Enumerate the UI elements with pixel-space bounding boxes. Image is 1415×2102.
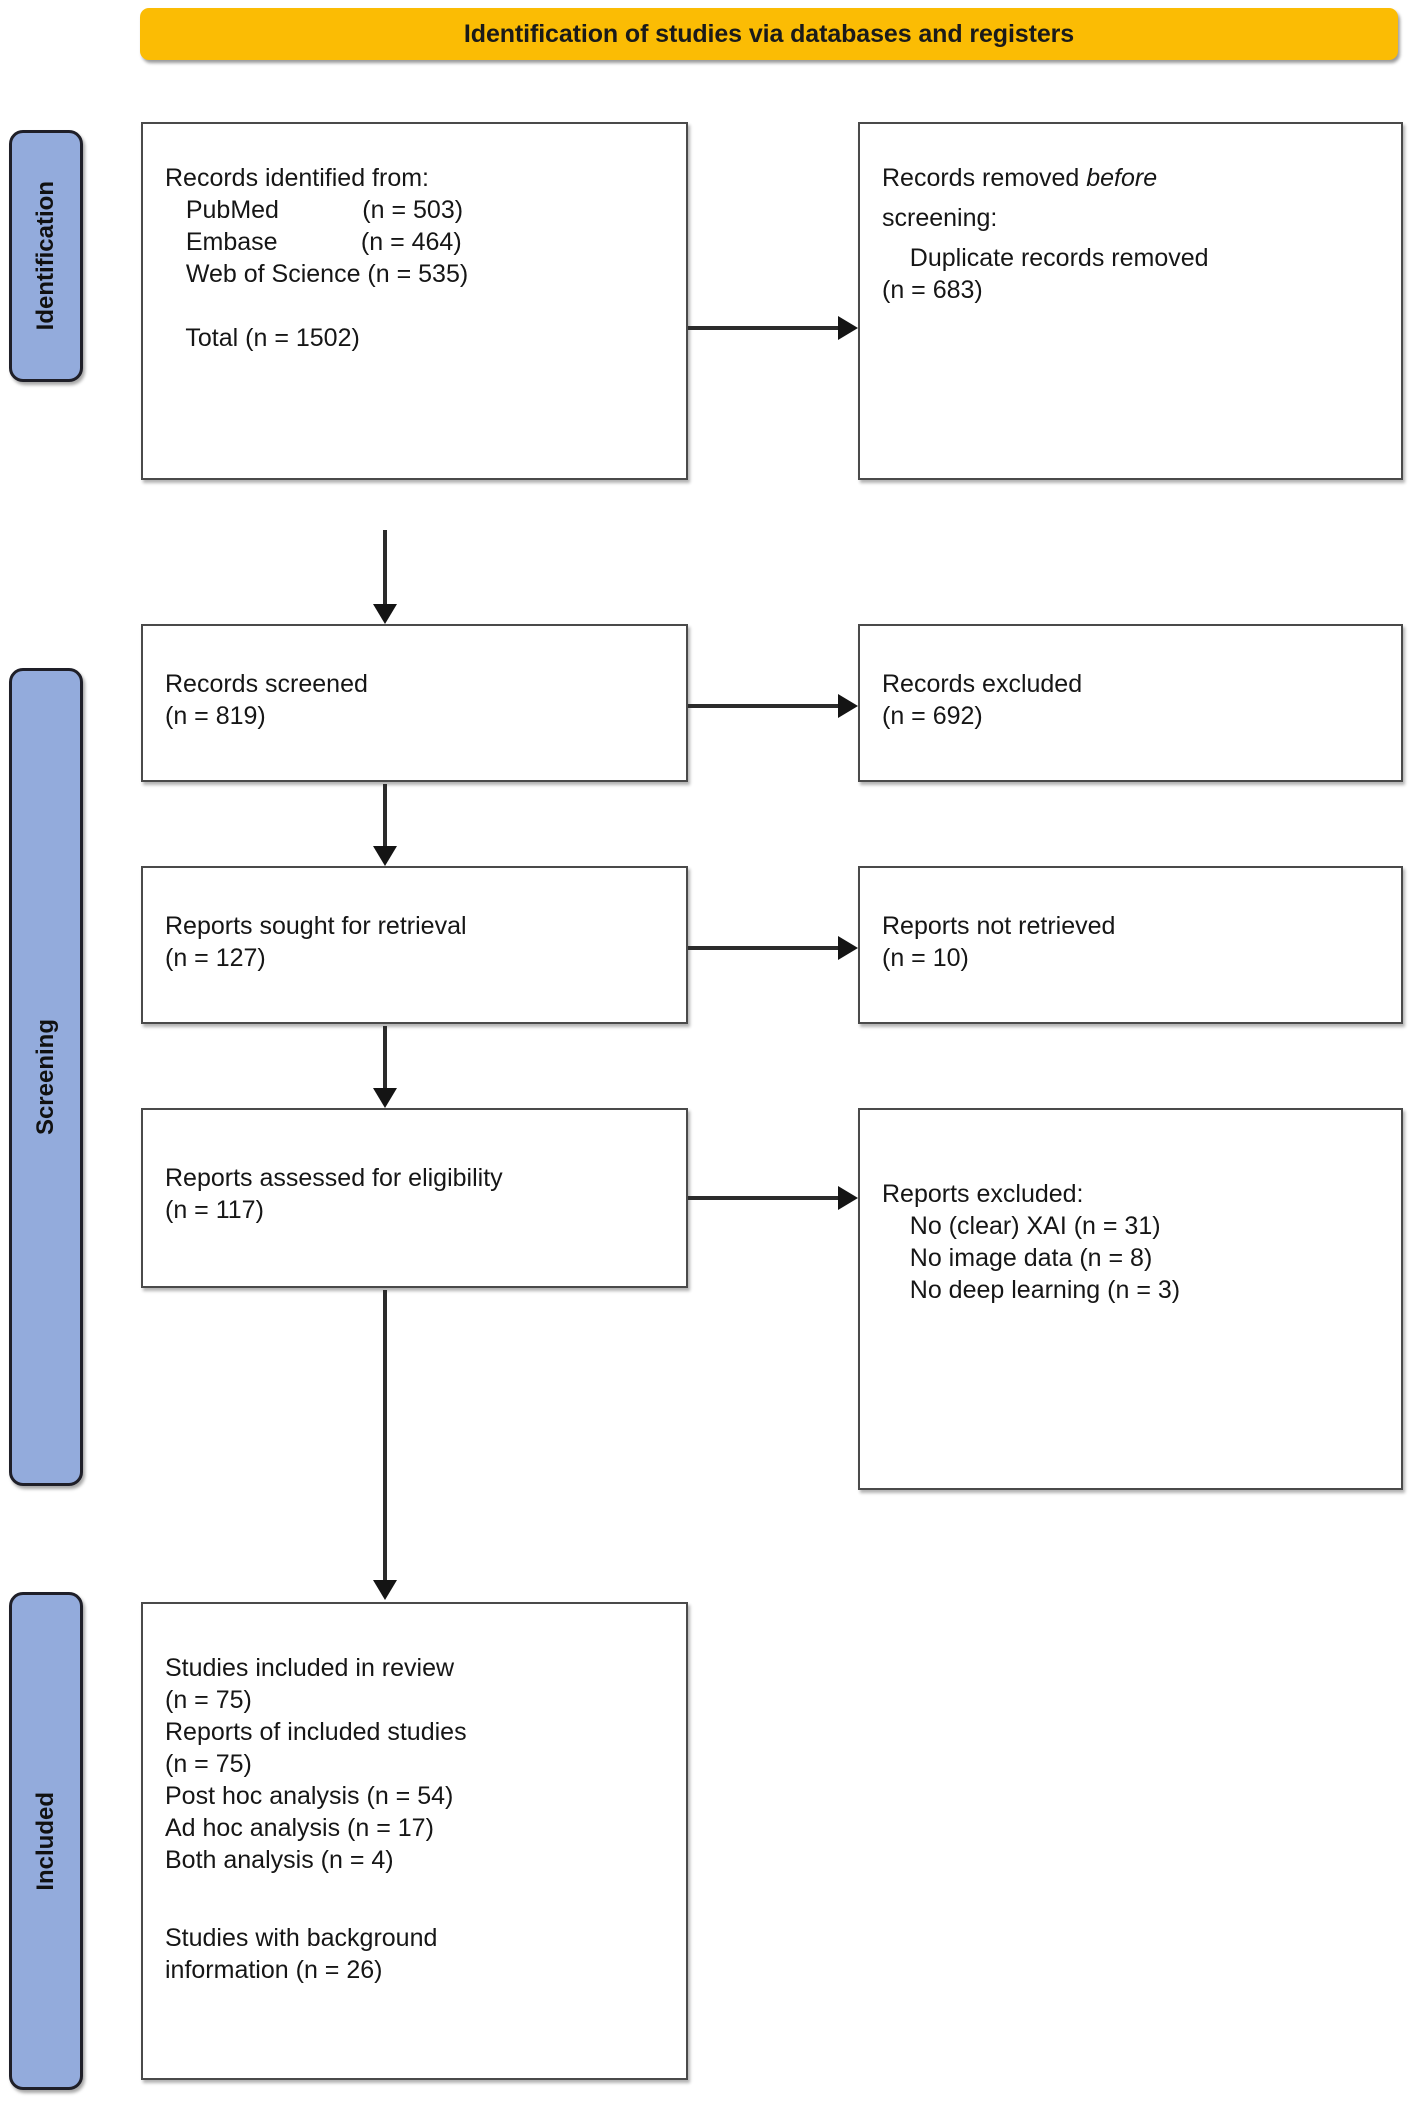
box-records-removed: Records removed before screening: Duplic… xyxy=(858,122,1403,480)
arrow-assessed-to-included xyxy=(373,1290,397,1600)
stage-label-included: Included xyxy=(32,1791,59,1891)
records-removed-line-4: (n = 683) xyxy=(882,276,983,304)
box-reports-not-retrieved: Reports not retrieved (n = 10) xyxy=(858,866,1403,1024)
studies-included-line-6: Ad hoc analysis (n = 17) xyxy=(165,1814,434,1842)
records-excluded-line-1: Records excluded xyxy=(882,670,1083,698)
reports-excluded-line-1: Reports excluded: xyxy=(882,1180,1084,1208)
arrow-sought-to-assessed xyxy=(373,1026,397,1108)
studies-included-line-4: (n = 75) xyxy=(165,1750,252,1778)
records-identified-line-3: Embase (n = 464) xyxy=(165,228,462,256)
arrow-assessed-to-excluded xyxy=(688,1186,858,1210)
reports-sought-line-1: Reports sought for retrieval xyxy=(165,912,467,940)
records-identified-line-2: PubMed (n = 503) xyxy=(165,196,464,224)
studies-included-line-10: information (n = 26) xyxy=(165,1956,383,1984)
studies-included-line-5: Post hoc analysis (n = 54) xyxy=(165,1782,454,1810)
reports-excluded-line-2: No (clear) XAI (n = 31) xyxy=(882,1212,1161,1240)
records-removed-line-3: Duplicate records removed xyxy=(882,244,1209,272)
reports-assessed-line-1: Reports assessed for eligibility xyxy=(165,1164,503,1192)
records-removed-line-1-italic: before xyxy=(1086,164,1158,192)
arrow-sought-to-not-retrieved xyxy=(688,936,858,960)
box-records-excluded: Records excluded (n = 692) xyxy=(858,624,1403,782)
box-studies-included: Studies included in review (n = 75) Repo… xyxy=(141,1602,688,2080)
records-screened-line-1: Records screened xyxy=(165,670,368,698)
box-records-identified: Records identified from: PubMed (n = 503… xyxy=(141,122,688,480)
studies-included-line-2: (n = 75) xyxy=(165,1686,252,1714)
reports-not-retrieved-line-1: Reports not retrieved xyxy=(882,912,1116,940)
box-reports-sought: Reports sought for retrieval (n = 127) xyxy=(141,866,688,1024)
records-screened-line-2: (n = 819) xyxy=(165,702,266,730)
studies-included-line-7: Both analysis (n = 4) xyxy=(165,1846,394,1874)
arrow-screened-to-sought xyxy=(373,784,397,866)
records-removed-line-1: Records removed before xyxy=(882,162,1157,194)
box-reports-excluded: Reports excluded: No (clear) XAI (n = 31… xyxy=(858,1108,1403,1490)
stage-label-identification: Identification xyxy=(32,181,59,331)
reports-excluded-line-3: No image data (n = 8) xyxy=(882,1244,1153,1272)
records-identified-line-1: Records identified from: xyxy=(165,164,430,192)
reports-not-retrieved-line-2: (n = 10) xyxy=(882,944,969,972)
reports-excluded-line-4: No deep learning (n = 3) xyxy=(882,1276,1181,1304)
stage-bar-included: Included xyxy=(9,1592,83,2090)
reports-sought-line-2: (n = 127) xyxy=(165,944,266,972)
diagram-banner: Identification of studies via databases … xyxy=(140,8,1398,60)
stage-label-screening: Screening xyxy=(32,1018,59,1136)
studies-included-line-9: Studies with background xyxy=(165,1924,438,1952)
records-removed-line-2: screening: xyxy=(882,204,998,232)
records-identified-line-6: Total (n = 1502) xyxy=(165,324,360,352)
reports-assessed-line-2: (n = 117) xyxy=(165,1196,264,1224)
records-excluded-line-2: (n = 692) xyxy=(882,702,983,730)
studies-included-line-1: Studies included in review xyxy=(165,1654,455,1682)
box-records-screened: Records screened (n = 819) xyxy=(141,624,688,782)
stage-bar-screening: Screening xyxy=(9,668,83,1486)
records-removed-line-1-plain: Records removed xyxy=(882,164,1087,192)
stage-bar-identification: Identification xyxy=(9,130,83,382)
arrow-screened-to-excluded xyxy=(688,694,858,718)
records-identified-line-4: Web of Science (n = 535) xyxy=(165,260,469,288)
banner-title: Identification of studies via databases … xyxy=(463,19,1075,48)
box-reports-assessed: Reports assessed for eligibility (n = 11… xyxy=(141,1108,688,1288)
arrow-identified-to-screened xyxy=(373,530,397,624)
studies-included-line-3: Reports of included studies xyxy=(165,1718,467,1746)
arrow-identified-to-removed xyxy=(688,316,858,340)
